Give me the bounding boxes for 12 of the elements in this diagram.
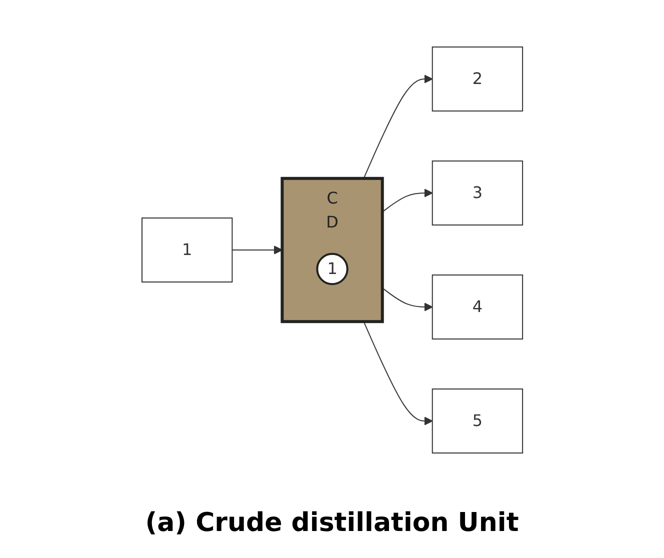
node-box: 5 (432, 388, 523, 454)
arrow (362, 321, 432, 426)
arrow (231, 246, 282, 254)
arrow (382, 288, 432, 312)
node-box: 3 (432, 160, 523, 226)
arrow (382, 188, 432, 212)
caption: (a) Crude distillation Unit (145, 508, 519, 538)
node-circle: 1 (316, 252, 348, 286)
node-box: 2 (432, 46, 523, 112)
arrow (362, 74, 432, 179)
node-box: 1 (141, 218, 232, 282)
node-box: 4 (432, 274, 523, 340)
